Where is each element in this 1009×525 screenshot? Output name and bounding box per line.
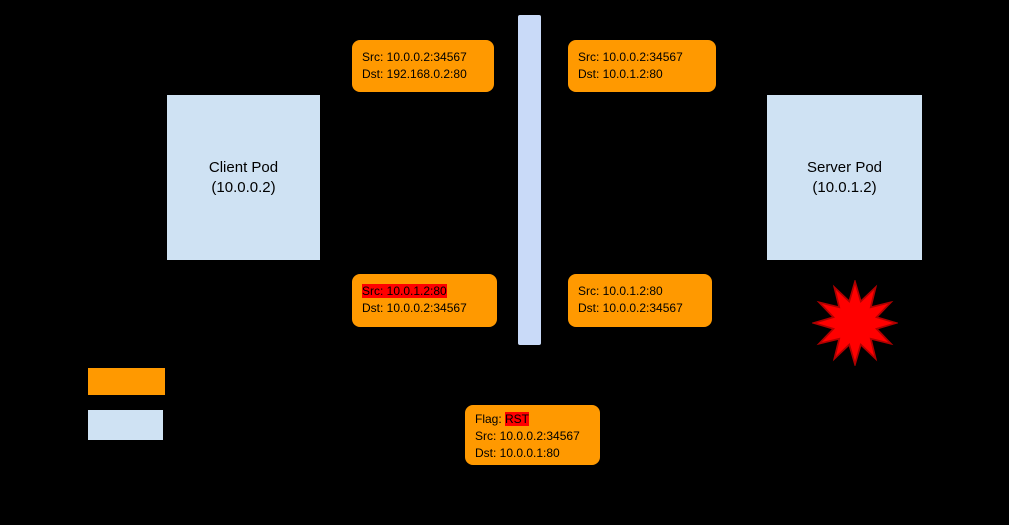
- packet-server-ingress: Src: 10.0.0.2:34567 Dst: 10.0.1.2:80: [568, 40, 716, 92]
- flag-label: Flag:: [475, 412, 506, 426]
- packet-src-line: Src: 10.0.0.2:34567: [578, 50, 683, 64]
- highlighted-rst-flag: RST: [505, 412, 530, 426]
- packet-dst-line: Dst: 10.0.0.2:34567: [362, 301, 467, 315]
- client-pod-ip: (10.0.0.2): [211, 178, 276, 196]
- packet-server-egress: Src: 10.0.1.2:80 Dst: 10.0.0.2:34567: [568, 274, 712, 327]
- client-pod-name: Client Pod: [208, 158, 279, 176]
- packet-dst-line: Dst: 10.0.0.2:34567: [578, 301, 683, 315]
- packet-client-egress: Src: 10.0.0.2:34567 Dst: 192.168.0.2:80: [352, 40, 494, 92]
- highlighted-src: Src: 10.0.1.2:80: [362, 284, 447, 298]
- packet-src-line: Src: 10.0.1.2:80: [362, 283, 487, 300]
- server-pod-box: Server Pod (10.0.1.2): [767, 95, 922, 260]
- packet-src-line: Src: 10.0.1.2:80: [578, 284, 663, 298]
- server-pod-ip: (10.0.1.2): [812, 178, 877, 196]
- packet-dst-line: Dst: 192.168.0.2:80: [362, 67, 467, 81]
- client-pod-box: Client Pod (10.0.0.2): [167, 95, 320, 260]
- server-pod-name: Server Pod: [806, 158, 883, 176]
- legend-pod-swatch: [88, 410, 163, 440]
- packet-src-line: Src: 10.0.0.2:34567: [362, 50, 467, 64]
- connection-reset-burst-icon: [810, 278, 900, 368]
- packet-client-ingress: Src: 10.0.1.2:80 Dst: 10.0.0.2:34567: [352, 274, 497, 327]
- legend-packet-swatch: [88, 368, 165, 395]
- packet-src-line: Src: 10.0.0.2:34567: [475, 429, 580, 443]
- packet-rst: Flag: RST Src: 10.0.0.2:34567 Dst: 10.0.…: [465, 405, 600, 465]
- packet-dst-line: Dst: 10.0.0.1:80: [475, 446, 560, 460]
- packet-dst-line: Dst: 10.0.1.2:80: [578, 67, 663, 81]
- burst-svg: [810, 278, 900, 368]
- packet-flag-line: Flag: RST: [475, 411, 590, 428]
- nat-boundary-bar: [518, 15, 541, 345]
- burst-star-shape: [810, 278, 900, 368]
